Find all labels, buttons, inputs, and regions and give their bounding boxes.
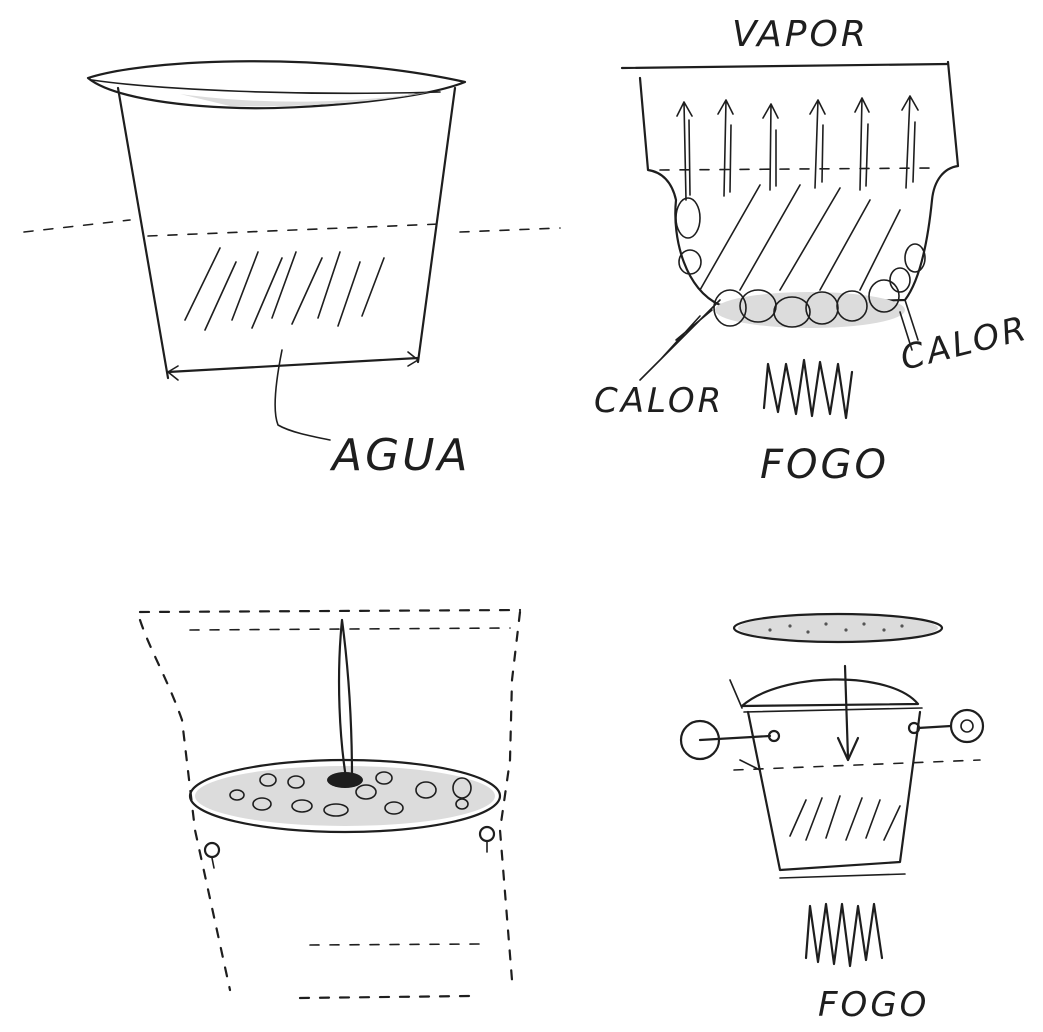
dashed-pot-diagram [140, 610, 520, 998]
liquid-hatching [700, 185, 900, 290]
water-level-line [24, 220, 560, 236]
fire-label-small: FOGO [818, 985, 929, 1025]
water-label: AGUA [329, 430, 471, 481]
handle-right [951, 710, 983, 742]
pot-body [748, 712, 920, 870]
water-hatching-small [790, 796, 900, 840]
heat-label-right: CALOR [897, 308, 1033, 378]
flame-small [806, 904, 882, 966]
pot-dome [742, 679, 918, 706]
pot-bottom [168, 358, 418, 372]
flame [764, 360, 852, 418]
pot-wall-right [418, 88, 455, 362]
dashed-pot-bottom [300, 996, 470, 998]
fire-label: FOGO [760, 442, 889, 488]
rod [339, 620, 352, 778]
dashed-pot-right-wall [500, 612, 520, 980]
pot-wall-left [118, 88, 168, 378]
heat-label-left: CALOR [594, 381, 724, 421]
boiling-pot-diagram: VAPOR C [594, 14, 1033, 488]
water-hatching [185, 248, 384, 330]
dashed-pot-top [140, 610, 520, 612]
peg-right [480, 827, 494, 841]
vapor-label: VAPOR [732, 14, 869, 55]
pot-with-water-diagram: AGUA [24, 61, 560, 481]
bubbles [676, 198, 925, 328]
pot-rim-line [622, 64, 948, 68]
covered-pot-diagram: FOGO [681, 614, 983, 1025]
water-level [734, 760, 980, 770]
pot-rim [88, 61, 465, 108]
heat-lines-left [640, 300, 720, 380]
peg-left [205, 843, 219, 857]
vapor-arrows [677, 96, 918, 200]
